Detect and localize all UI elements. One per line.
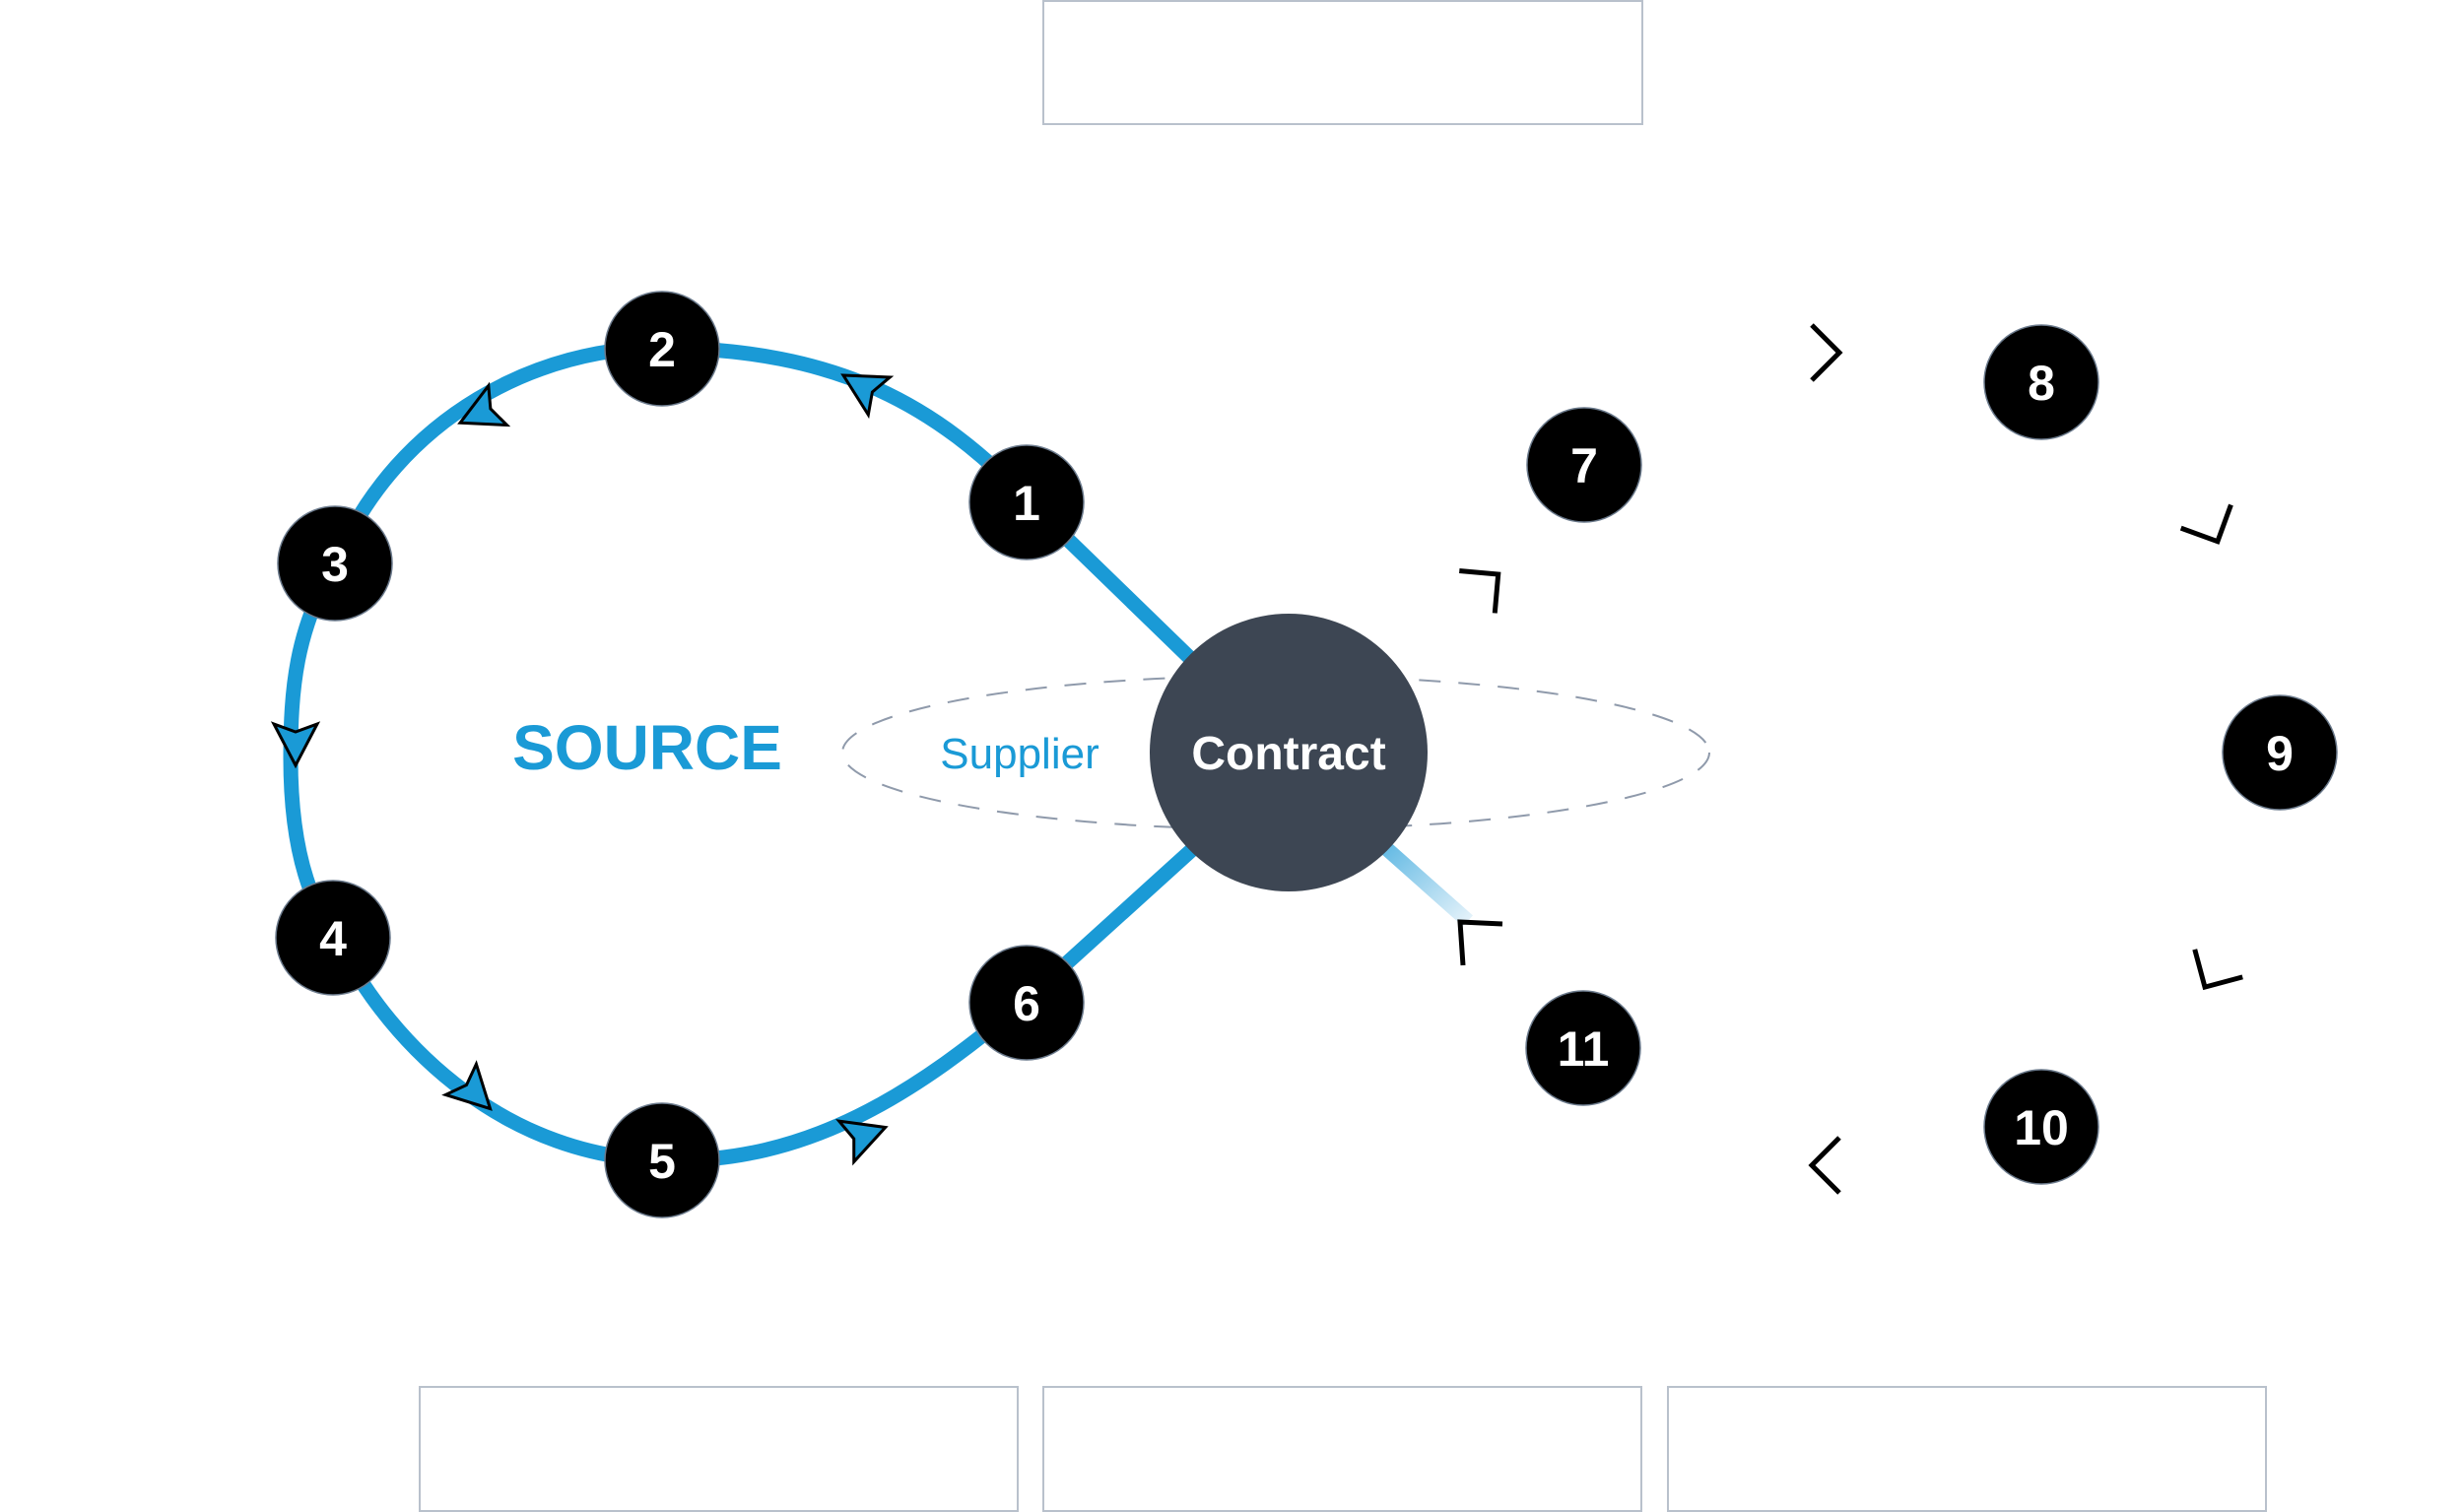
step-node-circle[interactable] <box>1526 407 1642 523</box>
left-loop-arrows <box>270 373 895 1166</box>
step-node-circle[interactable] <box>1983 1069 2099 1185</box>
flow-arrowhead-icon <box>840 373 895 420</box>
flow-chevron-icon <box>1808 1136 1841 1195</box>
left-step-node-4[interactable]: 4 <box>275 880 391 996</box>
left-step-node-2[interactable]: 2 <box>604 291 720 407</box>
step-nodes: 1 2 3 4 5 6 7 8 9 10 11 <box>275 291 2338 1218</box>
left-step-node-3[interactable]: 3 <box>277 505 393 622</box>
step-node-number: 2 <box>648 322 676 377</box>
source-section-label: SOURCE <box>512 712 782 783</box>
step-node-circle[interactable] <box>1525 990 1641 1106</box>
step-node-circle[interactable] <box>2222 694 2338 811</box>
right-step-node-10[interactable]: 10 <box>1983 1069 2099 1185</box>
contract-hub[interactable] <box>1150 614 1428 891</box>
flow-chevron-icon <box>2179 503 2233 545</box>
step-node-number: 1 <box>1013 476 1040 531</box>
step-node-number: 7 <box>1570 438 1598 493</box>
left-step-node-6[interactable]: 6 <box>968 945 1085 1061</box>
step-node-circle[interactable] <box>1983 324 2099 440</box>
flow-chevron-icon <box>1457 919 1503 966</box>
step-node-circle[interactable] <box>604 291 720 407</box>
step-node-circle[interactable] <box>275 880 391 996</box>
left-step-node-5[interactable]: 5 <box>604 1102 720 1218</box>
contract-hub-label: Contract <box>1191 728 1385 780</box>
step-node-number: 10 <box>2014 1100 2069 1155</box>
flow-arrowhead-icon <box>270 721 321 769</box>
right-step-node-9[interactable]: 9 <box>2222 694 2338 811</box>
flow-arrowhead-icon <box>835 1119 889 1166</box>
step-node-circle[interactable] <box>277 505 393 622</box>
flow-chevron-icon <box>1459 568 1501 614</box>
step-node-number: 11 <box>1558 1021 1610 1077</box>
right-step-node-7[interactable]: 7 <box>1526 407 1642 523</box>
flow-arrowhead-icon <box>441 1060 493 1111</box>
step-node-number: 8 <box>2028 356 2055 411</box>
flow-chevron-icon <box>2192 949 2243 991</box>
step-node-number: 4 <box>319 911 347 966</box>
left-step-node-1[interactable]: 1 <box>968 444 1085 560</box>
flow-arrowhead-icon <box>457 381 511 427</box>
top-info-box <box>1042 0 1643 125</box>
supplier-label: Supplier <box>940 730 1098 778</box>
right-loop-tail <box>1374 836 1473 927</box>
flow-chevron-icon <box>1810 323 1843 382</box>
step-node-number: 9 <box>2266 726 2294 781</box>
right-loop-chevrons <box>1457 323 2243 1195</box>
right-step-node-8[interactable]: 8 <box>1983 324 2099 440</box>
step-node-number: 3 <box>321 537 349 592</box>
step-node-circle[interactable] <box>968 945 1085 1061</box>
step-node-circle[interactable] <box>968 444 1085 560</box>
step-node-number: 6 <box>1013 976 1040 1031</box>
step-node-circle[interactable] <box>604 1102 720 1218</box>
right-step-node-11[interactable]: 11 <box>1525 990 1641 1106</box>
step-node-number: 5 <box>648 1134 676 1189</box>
